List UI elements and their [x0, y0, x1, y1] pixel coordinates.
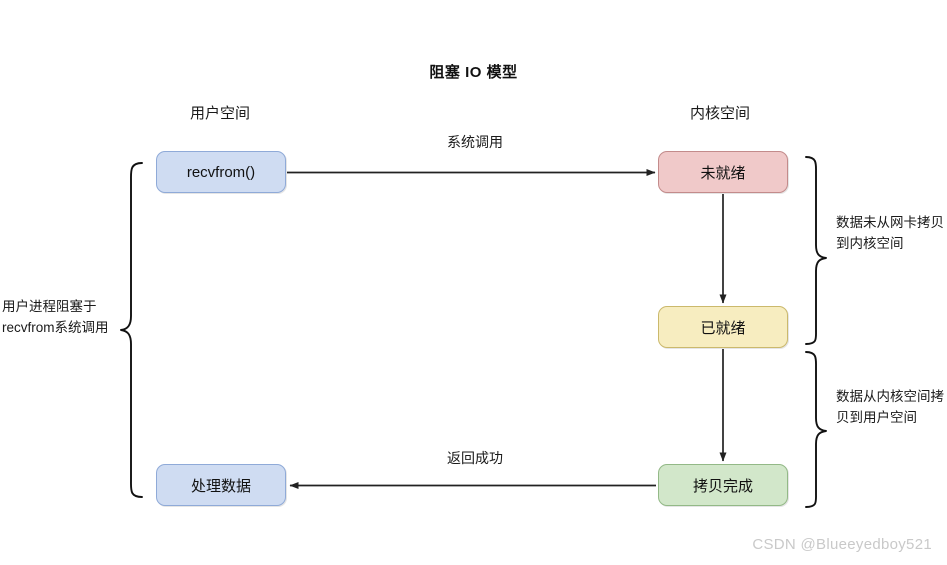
- node-copy-done[interactable]: 拷贝完成: [658, 464, 788, 506]
- watermark: CSDN @Blueeyedboy521: [752, 536, 932, 553]
- edge-label-syscall: 系统调用: [447, 134, 503, 150]
- node-process-data[interactable]: 处理数据: [156, 464, 286, 506]
- page-title: 阻塞 IO 模型: [429, 64, 518, 81]
- node-recvfrom[interactable]: recvfrom(): [156, 151, 286, 193]
- node-not-ready[interactable]: 未就绪: [658, 151, 788, 193]
- brace-right-copying: [805, 351, 827, 508]
- column-header-user-space: 用户空间: [189, 105, 250, 122]
- column-header-kernel-space: 内核空间: [689, 105, 750, 122]
- annotation-copy-kernel-to-user: 数据从内核空间拷贝到用户空间: [836, 389, 944, 425]
- brace-left-blocking: [120, 162, 143, 498]
- edge-label-return-success: 返回成功: [447, 450, 503, 466]
- brace-right-not-copied: [805, 156, 827, 345]
- node-ready[interactable]: 已就绪: [658, 306, 788, 348]
- annotation-not-copied-to-kernel: 数据未从网卡拷贝到内核空间: [836, 215, 944, 251]
- annotation-left-blocking: 用户进程阻塞于recvfrom系统调用: [2, 299, 109, 335]
